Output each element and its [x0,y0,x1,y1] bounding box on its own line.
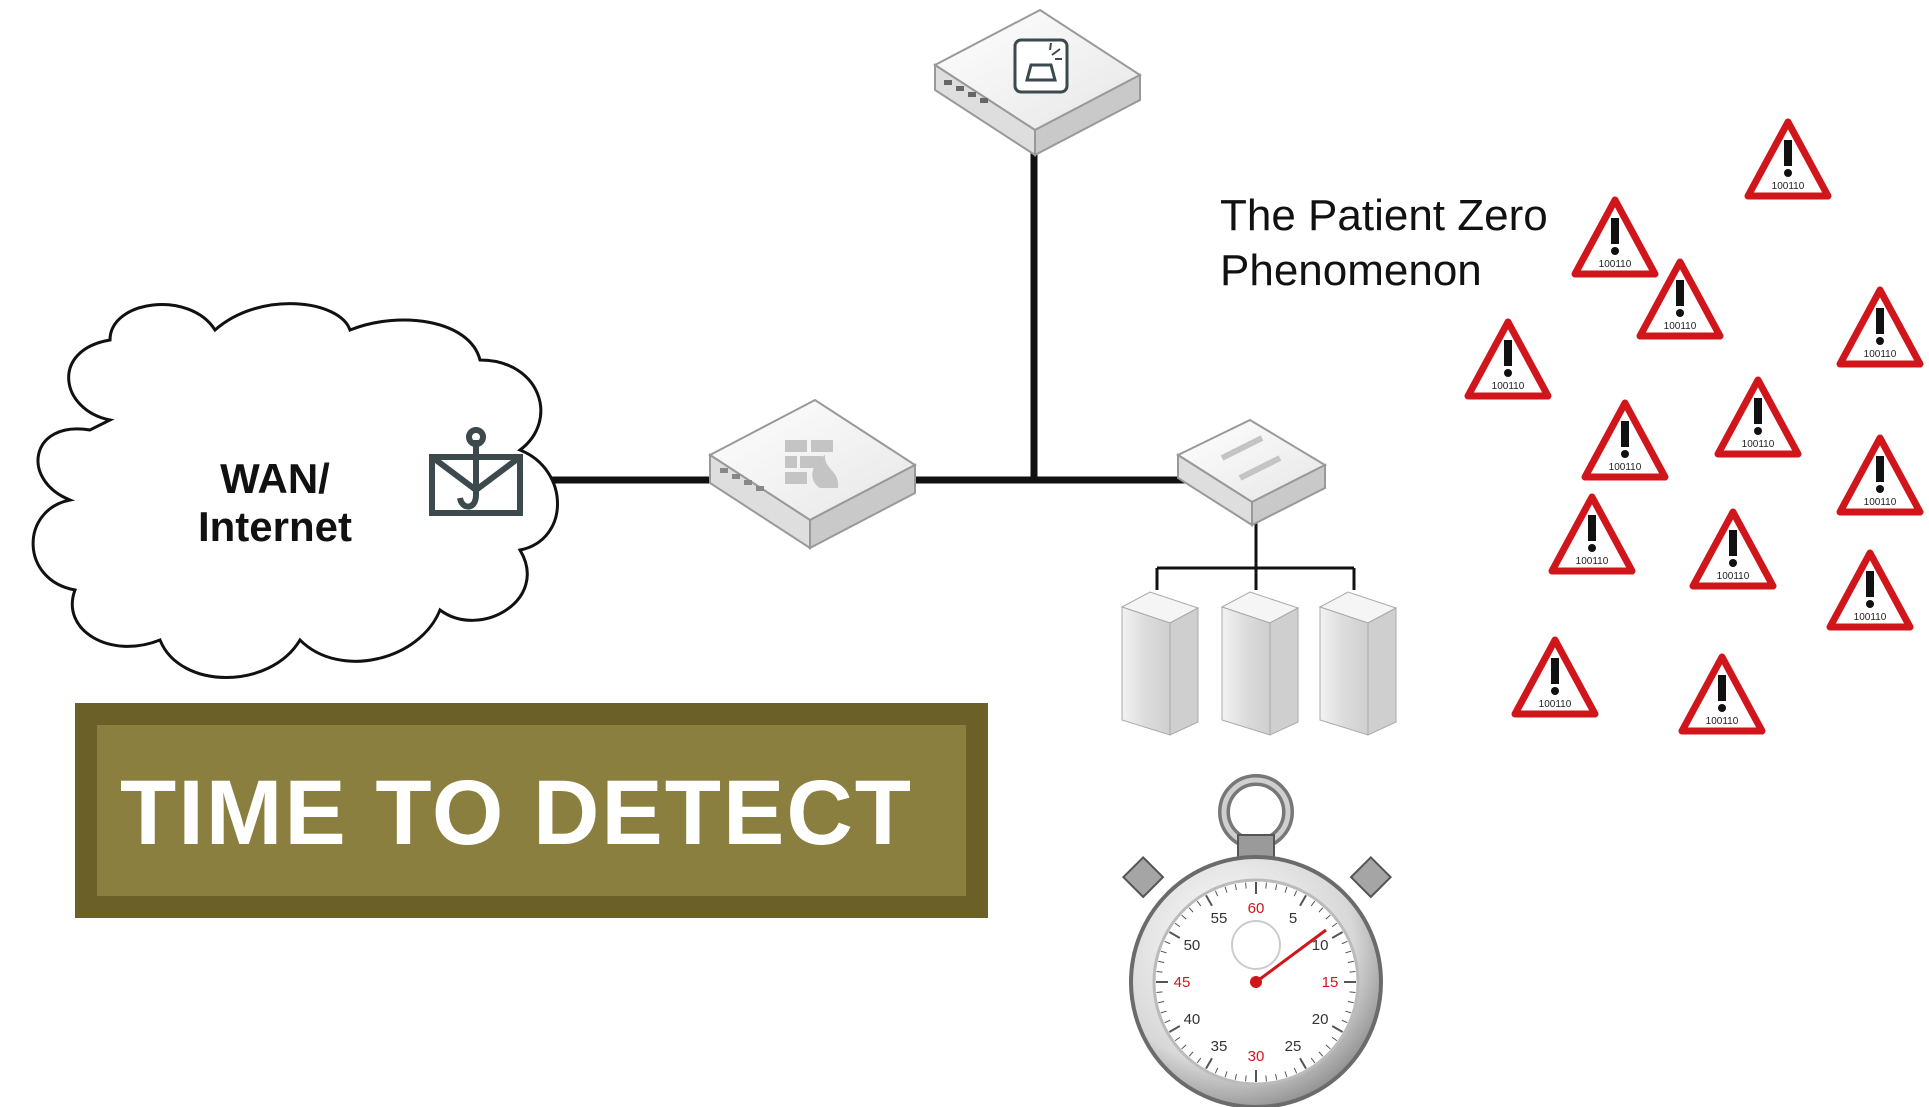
warning-binary-text: 100110 [1864,349,1897,360]
warning-binary-text: 100110 [1492,381,1525,392]
server-icon [1120,591,1200,736]
warning-binary-text: 100110 [1664,321,1697,332]
warning-icon: 100110 [1689,508,1777,590]
warning-icon: 100110 [1826,549,1914,631]
stopwatch-number: 30 [1248,1048,1265,1065]
time-to-detect-banner [75,703,988,918]
warning-binary-text: 100110 [1854,612,1887,623]
stopwatch-number: 35 [1211,1038,1228,1055]
warning-icon: 100110 [1571,196,1659,278]
warning-icon: 100110 [1636,258,1724,340]
patient-zero-line2: Phenomenon [1220,246,1482,295]
warning-binary-text: 100110 [1717,571,1750,582]
warning-icon: 100110 [1548,493,1636,575]
warning-binary-text: 100110 [1599,259,1632,270]
warning-icon: 100110 [1836,286,1924,368]
server-icon [1318,591,1398,736]
warning-binary-text: 100110 [1609,462,1642,473]
cloud-label-line2: Internet [197,503,352,550]
stopwatch-number: 20 [1312,1011,1329,1028]
cloud-icon [31,302,559,679]
warning-icon: 100110 [1464,318,1552,400]
cloud-label: WAN/ Internet [130,455,420,551]
warning-icon: 100110 [1511,636,1599,718]
patient-zero-line1: The Patient Zero [1220,191,1548,240]
stopwatch-number: 40 [1184,1011,1201,1028]
stopwatch-number: 10 [1312,937,1329,954]
time-to-detect-text: TIME TO DETECT [120,762,913,864]
stopwatch-icon: 60 5 10 15 20 25 30 35 40 45 50 55 [1121,774,1393,1107]
switch-icon [1175,418,1328,527]
stopwatch-number: 5 [1289,910,1297,927]
warning-icon: 100110 [1836,434,1924,516]
sandbox-appliance-icon [933,8,1142,157]
stopwatch-number: 15 [1322,974,1339,991]
warning-icon: 100110 [1581,399,1669,481]
stopwatch-hand [1255,928,1327,984]
warning-icon: 100110 [1714,376,1802,458]
warning-binary-text: 100110 [1576,556,1609,567]
warning-binary-text: 100110 [1742,439,1775,450]
stopwatch-number: 25 [1285,1038,1302,1055]
stopwatch-number: 55 [1211,910,1228,927]
connection-lines [548,140,1356,590]
stopwatch-number: 60 [1248,900,1265,917]
cloud-label-line1: WAN/ [220,455,330,502]
patient-zero-label: The Patient Zero Phenomenon [1220,188,1548,298]
warning-binary-text: 100110 [1864,497,1897,508]
warning-icon: 100110 [1744,118,1832,200]
server-group [1120,591,1398,736]
warning-icon: 100110 [1678,653,1766,735]
warning-signs: 100110 100110 100110 100110 100110 100110 1001… [1464,118,1924,735]
stopwatch-number: 50 [1184,937,1201,954]
firewall-appliance-icon [708,398,917,550]
warning-binary-text: 100110 [1539,699,1572,710]
warning-binary-text: 100110 [1772,181,1805,192]
phishing-mail-icon [429,427,523,516]
stopwatch-number: 45 [1174,974,1191,991]
warning-binary-text: 100110 [1706,716,1739,727]
server-icon [1220,591,1300,736]
